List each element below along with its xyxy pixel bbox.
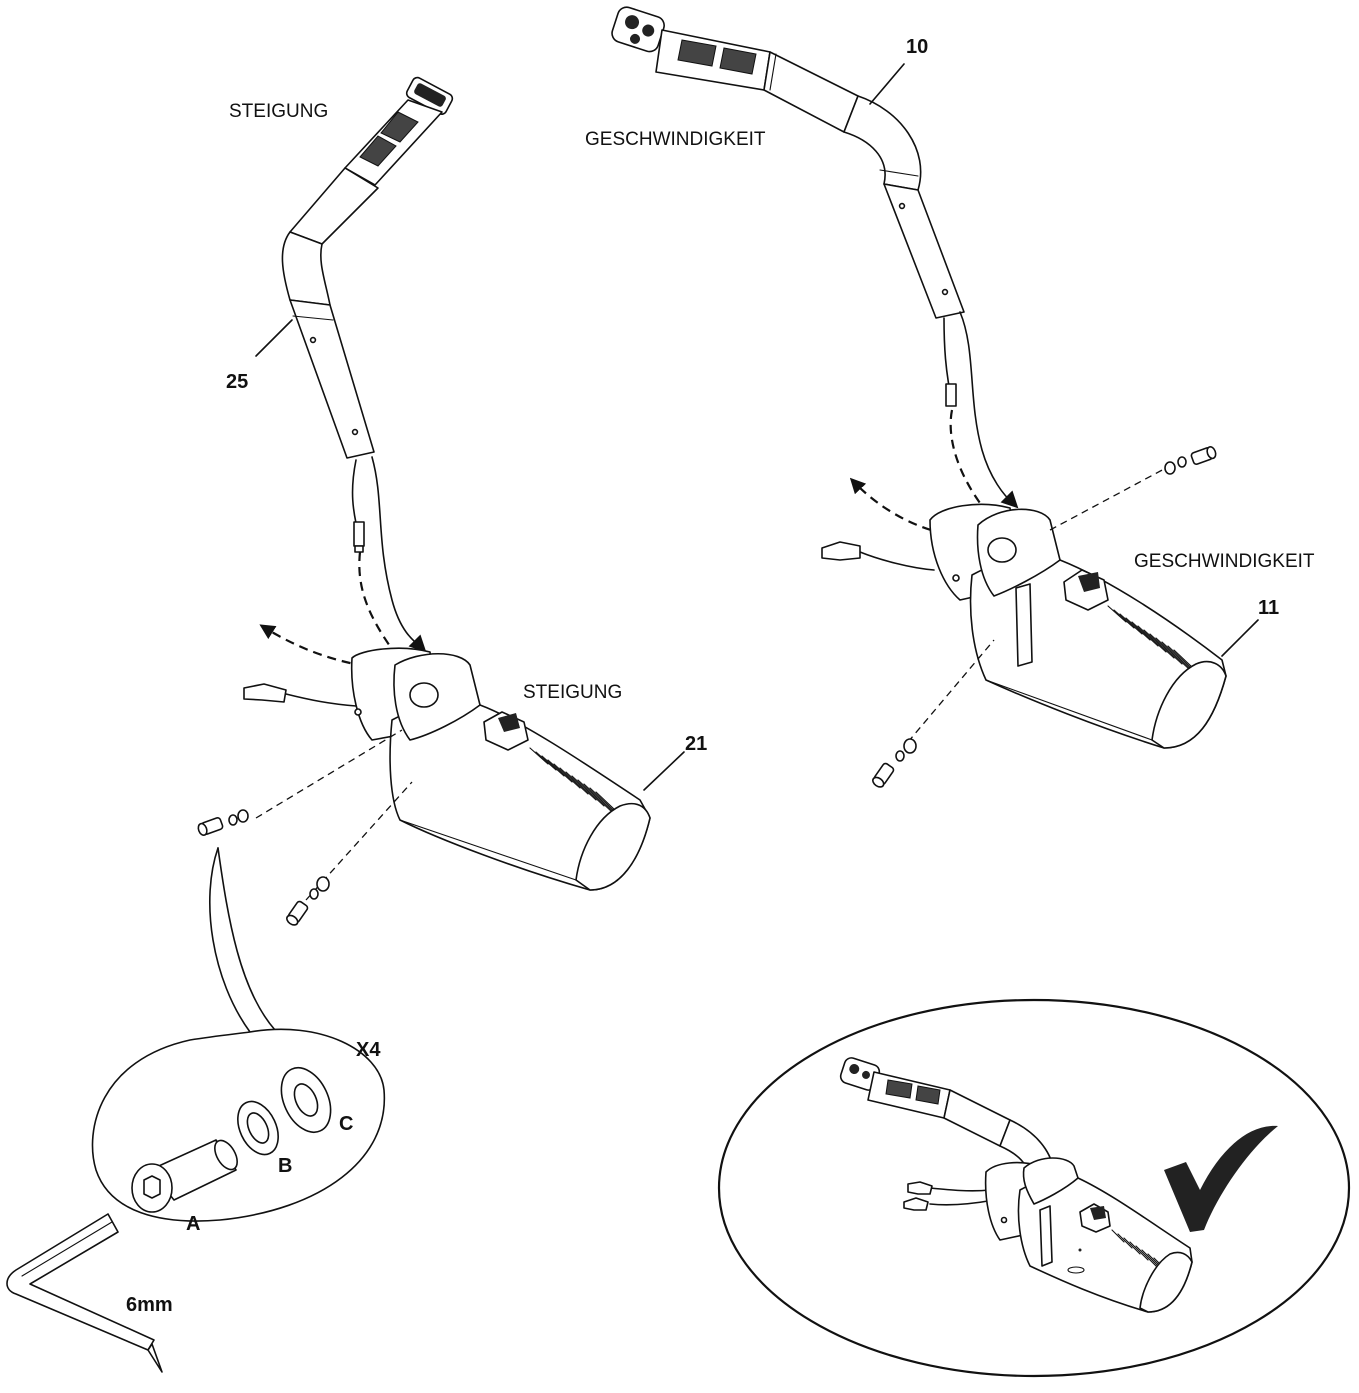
quantity-label: X4 xyxy=(356,1039,381,1061)
part-letter-c: C xyxy=(339,1113,353,1135)
left-console-grille xyxy=(529,747,633,827)
right-handlebar-geschwindigkeit xyxy=(611,6,1019,540)
part-number-21: 21 xyxy=(685,733,707,755)
washer-part-c xyxy=(280,1067,332,1133)
label-geschwindigkeit-console: GESCHWINDIGKEIT xyxy=(1134,551,1315,572)
part-number-25: 25 xyxy=(226,371,248,393)
part-number-11: 11 xyxy=(1258,597,1279,619)
checkmark-icon xyxy=(1164,1125,1278,1232)
tool-size-label: 6mm xyxy=(126,1294,173,1316)
left-handlebar-steigung xyxy=(259,76,454,672)
fastener-callout xyxy=(91,847,386,1222)
hex-key-icon xyxy=(6,1213,163,1373)
label-steigung-console: STEIGUNG xyxy=(523,682,622,703)
assembled-handlebar xyxy=(839,1057,1193,1313)
right-console xyxy=(821,63,1259,788)
label-steigung-top: STEIGUNG xyxy=(229,101,328,122)
bolt-part-a xyxy=(131,1139,238,1213)
part-letter-a: A xyxy=(186,1213,200,1235)
part-letter-b: B xyxy=(278,1155,292,1177)
result-oval xyxy=(717,998,1351,1378)
label-geschwindigkeit-top: GESCHWINDIGKEIT xyxy=(585,129,766,150)
left-console xyxy=(197,319,685,926)
lock-washer-part-b xyxy=(237,1100,279,1156)
part-number-10: 10 xyxy=(906,36,928,58)
